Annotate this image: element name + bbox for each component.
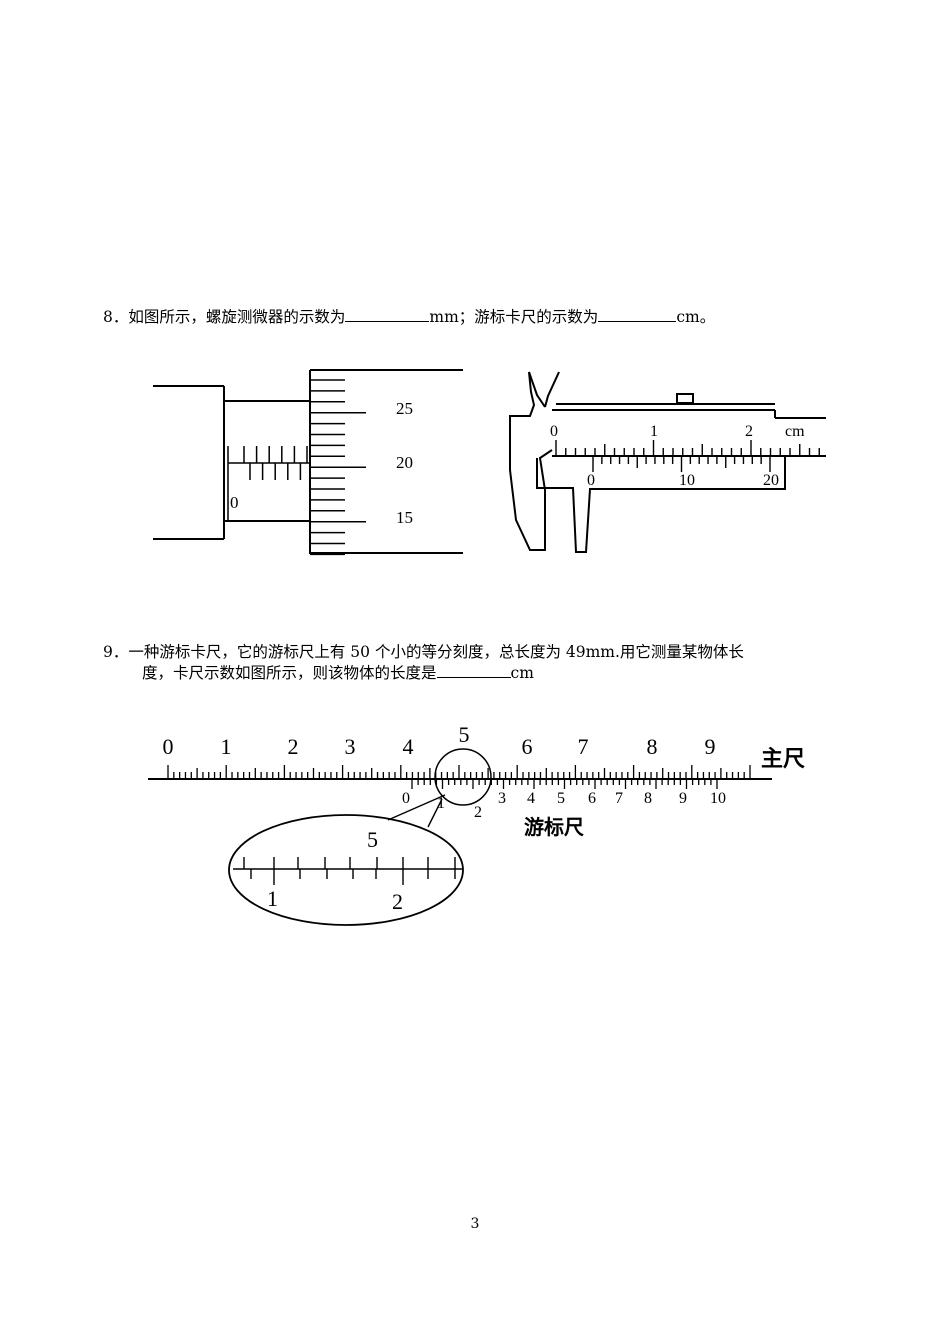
zoom-vernier-label: 1	[267, 886, 278, 911]
main-scale-unit: cm	[785, 423, 805, 440]
main-scale-label: 8	[647, 734, 658, 759]
main-scale-label: 2	[745, 423, 753, 440]
vernier-scale-label: 9	[679, 790, 687, 807]
answer-blank-mm[interactable]	[345, 307, 430, 322]
zoom-main-label: 5	[367, 827, 378, 852]
zoom-ellipse	[228, 814, 464, 926]
question-text: 一种游标卡尺，它的游标尺上有 50 个小的等分刻度，总长度为 49mm.用它测量…	[128, 643, 744, 661]
main-scale-label: 1	[650, 423, 658, 440]
answer-blank-cm[interactable]	[436, 663, 511, 678]
unit-label: mm；	[429, 308, 475, 326]
main-scale-label: 9	[705, 734, 716, 759]
vernier-scale-label: 7	[615, 790, 623, 807]
vernier-scale-label: 10	[679, 472, 695, 489]
sleeve-label: 0	[230, 493, 239, 512]
question-text: 如图所示，螺旋测微器的示数为	[128, 308, 346, 326]
question-8: 8．如图所示，螺旋测微器的示数为 mm；游标卡尺的示数为 cm。	[103, 306, 715, 328]
answer-blank-cm[interactable]	[598, 307, 677, 322]
question-number: 9．	[103, 643, 129, 661]
magnify-circle	[434, 748, 492, 806]
question-number: 8．	[103, 308, 129, 326]
main-scale-label: 3	[345, 734, 356, 759]
page-number: 3	[470, 1216, 480, 1232]
question-9-line2: 度，卡尺示数如图所示，则该物体的长度是 cm	[142, 662, 534, 684]
question-text: 度，卡尺示数如图所示，则该物体的长度是	[142, 664, 437, 682]
thimble-label: 25	[396, 399, 413, 418]
vernier-scale-name: 游标尺	[524, 815, 584, 839]
thimble-label: 15	[396, 508, 413, 527]
main-scale-label: 6	[522, 734, 533, 759]
vernier-scale-label: 1	[437, 795, 445, 812]
unit-label: cm。	[676, 308, 716, 326]
main-scale-label: 2	[288, 734, 299, 759]
main-scale-label: 1	[221, 734, 232, 759]
vernier-scale-label: 5	[557, 790, 565, 807]
main-scale-label: 0	[550, 423, 558, 440]
vernier-scale-label: 0	[587, 472, 595, 489]
unit-label: cm	[510, 664, 534, 682]
main-scale-label: 0	[163, 734, 174, 759]
main-scale-label: 7	[578, 734, 589, 759]
vernier-scale-label: 4	[527, 790, 535, 807]
vernier-scale-label: 10	[710, 790, 726, 807]
question-text: 游标卡尺的示数为	[474, 308, 599, 326]
main-scale-name: 主尺	[761, 746, 805, 771]
main-scale-label: 4	[403, 734, 414, 759]
vernier-scale-label: 2	[474, 804, 482, 821]
vernier-scale-label: 6	[588, 790, 596, 807]
zoom-vernier-label: 2	[392, 889, 403, 914]
vernier-scale-label: 8	[644, 790, 652, 807]
vernier-scale-label: 20	[763, 472, 779, 489]
vernier-scale-label: 3	[498, 790, 506, 807]
thimble-label: 20	[396, 453, 413, 472]
main-scale-label: 5	[459, 722, 470, 747]
vernier-scale-label: 0	[402, 790, 410, 807]
question-9: 9．一种游标卡尺，它的游标尺上有 50 个小的等分刻度，总长度为 49mm.用它…	[103, 641, 744, 663]
